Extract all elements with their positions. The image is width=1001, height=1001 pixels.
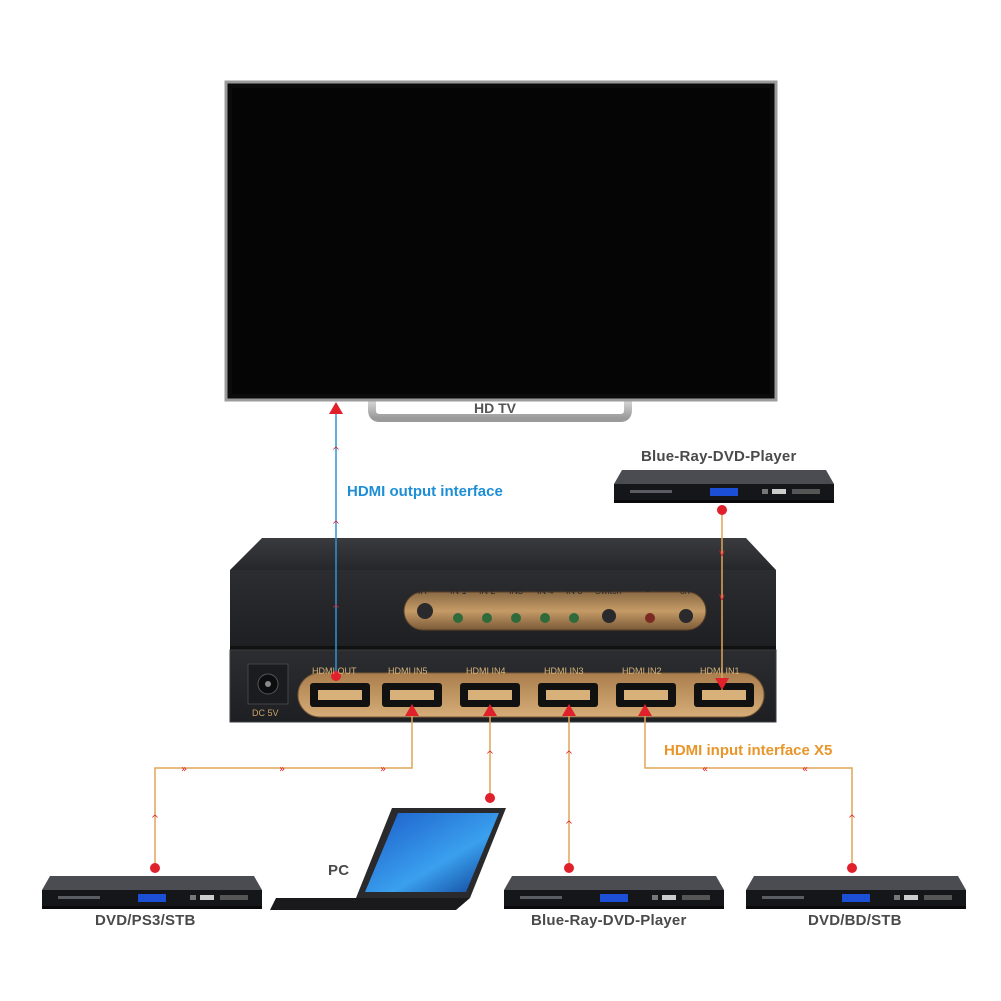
in4-arrow-head xyxy=(483,704,497,716)
svg-text:v: v xyxy=(719,548,725,559)
in3-dot xyxy=(564,863,574,873)
svg-text:v: v xyxy=(719,592,725,603)
led-in4 xyxy=(540,613,550,623)
svg-text:^: ^ xyxy=(332,604,340,615)
panel-label-power: ô/I xyxy=(680,586,691,596)
svg-text:»: » xyxy=(279,764,285,775)
top-player-label: Blue-Ray-DVD-Player xyxy=(641,448,797,465)
svg-text:^: ^ xyxy=(332,520,340,531)
hdmi-switcher xyxy=(229,538,777,723)
switch-button xyxy=(602,609,616,623)
hdmi-port-out xyxy=(310,683,370,707)
pc-label: PC xyxy=(328,862,350,879)
hdmi-port-in2 xyxy=(616,683,676,707)
laptop-screen xyxy=(365,813,499,892)
bluray-center-player xyxy=(504,876,724,909)
svg-text:^: ^ xyxy=(848,814,856,825)
hdmi-port-in1 xyxy=(694,683,754,707)
panel-label-in1: IN 1 xyxy=(450,586,467,596)
control-panel xyxy=(403,591,707,631)
led-in1 xyxy=(453,613,463,623)
laptop-pc xyxy=(270,808,506,910)
led-in3 xyxy=(511,613,521,623)
svg-text:»: » xyxy=(380,764,386,775)
in1-arrow-head xyxy=(715,678,729,690)
panel-label-in3: IN3 xyxy=(509,586,524,596)
in1-dot xyxy=(717,505,727,515)
output-label: HDMI output interface xyxy=(347,483,503,500)
svg-text:^: ^ xyxy=(332,446,340,457)
laptop-keyboard xyxy=(270,898,470,910)
bottom-left-label: DVD/PS3/STB xyxy=(95,912,196,929)
in3-arrow-head xyxy=(562,704,576,716)
in2-dot xyxy=(847,863,857,873)
svg-text:«: « xyxy=(802,764,808,775)
tv-label: HD TV xyxy=(474,400,516,416)
panel-label-in2: IN 2 xyxy=(479,586,496,596)
dvd-ps3-stb-player xyxy=(42,876,262,909)
panel-label-switch: Switch xyxy=(595,586,622,596)
power-button xyxy=(679,609,693,623)
bottom-center-label: Blue-Ray-DVD-Player xyxy=(531,912,687,929)
in5-arrow-head xyxy=(405,704,419,716)
panel-label-in5: IN 5 xyxy=(566,586,583,596)
dvd-bd-stb-player xyxy=(746,876,966,909)
svg-text:^: ^ xyxy=(565,820,573,831)
tv-display xyxy=(232,88,770,394)
bottom-right-label: DVD/BD/STB xyxy=(808,912,902,929)
led-in2 xyxy=(482,613,492,623)
output-dot xyxy=(331,671,341,681)
output-arrow-head xyxy=(329,402,343,414)
port-label-in1: HDMI IN1 xyxy=(700,666,740,676)
led-in5 xyxy=(569,613,579,623)
in4-dot xyxy=(485,793,495,803)
port-label-in2: HDMI IN2 xyxy=(622,666,662,676)
tv xyxy=(224,80,778,422)
power-led xyxy=(645,613,655,623)
dc-label: DC 5V xyxy=(252,708,279,718)
tv-stand xyxy=(368,396,632,422)
svg-text:^: ^ xyxy=(486,750,494,761)
hdmi-port-in5 xyxy=(382,683,442,707)
port-label-in3: HDMI IN3 xyxy=(544,666,584,676)
port-label-in4: HDMI IN4 xyxy=(466,666,506,676)
svg-text:»: » xyxy=(181,764,187,775)
port-label-out: HDMI OUT xyxy=(312,666,357,676)
hdmi-port-in4 xyxy=(460,683,520,707)
port-label-in5: HDMI IN5 xyxy=(388,666,428,676)
svg-text:«: « xyxy=(702,764,708,775)
in5-dot xyxy=(150,863,160,873)
in2-arrow-head xyxy=(638,704,652,716)
top-bluray-player xyxy=(614,470,834,503)
ir-receiver xyxy=(417,603,433,619)
svg-text:^: ^ xyxy=(565,750,573,761)
hdmi-port-in3 xyxy=(538,683,598,707)
in5-line xyxy=(154,712,413,868)
panel-label-ir: IR xyxy=(418,586,427,596)
in2-line xyxy=(644,712,853,868)
switcher-top xyxy=(230,538,776,570)
input-label: HDMI input interface X5 xyxy=(664,742,833,759)
svg-text:^: ^ xyxy=(151,814,159,825)
panel-label-in4: IN 4 xyxy=(537,586,554,596)
panel-label-power-led: ⏻ xyxy=(644,584,652,594)
